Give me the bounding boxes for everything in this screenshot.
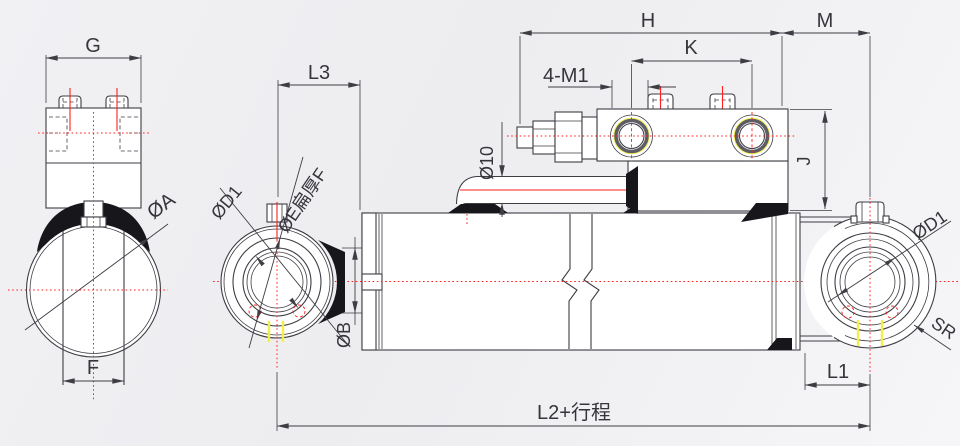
- end-view-flat-band: [62, 228, 125, 385]
- dim-label-k: K: [684, 37, 698, 59]
- dim-label-f: F: [87, 357, 99, 379]
- gland-weld-bottom: [767, 338, 792, 350]
- dim-label-phi-d1-rear: ØD1: [207, 182, 246, 223]
- manifold-weld-left-bottom: [623, 204, 637, 213]
- dim-label-phi-d1-rod: ØD1: [909, 206, 951, 243]
- dim-label-g: G: [85, 35, 101, 57]
- end-view-weld-saddle: [37, 202, 150, 252]
- dim-label-phi-b: ØB: [334, 322, 354, 348]
- rod-eye: ØD1 SR: [804, 198, 960, 372]
- manifold: [627, 160, 789, 212]
- dim-label-m: M: [817, 10, 834, 32]
- hex-plug: [516, 111, 598, 163]
- dim-label-4-m1: 4-M1: [543, 65, 589, 87]
- manifold-left-weld: [626, 166, 638, 214]
- rear-eye-weld-collar: [318, 240, 345, 324]
- dim-label-l2-stroke: L2+行程: [537, 401, 611, 424]
- centerlines-red: [213, 112, 958, 282]
- tube-weld: [448, 204, 508, 213]
- side-view: ØD1 ØE扁厚F ØB: [207, 10, 960, 431]
- end-view: G F ØA: [8, 35, 180, 400]
- rear-eye: ØD1 ØE扁厚F ØB: [207, 156, 362, 368]
- dim-label-phi-e-flat: ØE扁厚F: [274, 165, 331, 237]
- dim-label-phi-10: Ø10: [477, 146, 497, 180]
- dim-label-phi-a: ØA: [143, 188, 180, 223]
- dim-label-l1: L1: [827, 361, 849, 383]
- manifold-weld-right-bottom: [741, 203, 788, 222]
- dim-label-h: H: [641, 10, 655, 32]
- dim-label-sr: SR: [928, 313, 960, 344]
- rod: [800, 216, 858, 342]
- break-lines: [561, 214, 600, 349]
- dim-label-j: J: [794, 157, 814, 166]
- dim-label-l3: L3: [308, 62, 330, 84]
